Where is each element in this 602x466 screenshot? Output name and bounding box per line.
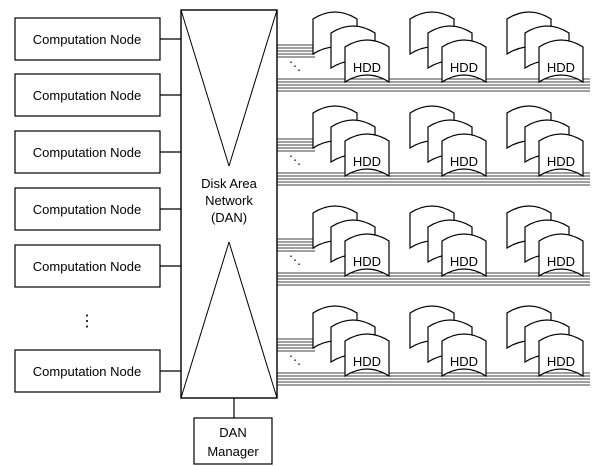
dan-disk-link-bundle: ⋱ bbox=[277, 238, 590, 286]
hdd-stack: ⋮HDD bbox=[312, 205, 390, 278]
computation-node-4: Computation Node bbox=[14, 187, 161, 231]
link-ellipsis: ⋱ bbox=[289, 153, 301, 167]
hdd-stack: ⋮HDD bbox=[409, 105, 487, 178]
computation-node-5: Computation Node bbox=[14, 244, 161, 288]
link-ellipsis: ⋱ bbox=[289, 353, 301, 367]
computation-node-label: Computation Node bbox=[33, 202, 141, 217]
computation-node-label: Computation Node bbox=[33, 364, 141, 379]
dan-disk-link-bundle: ⋱ bbox=[277, 138, 590, 186]
computation-node-label: Computation Node bbox=[33, 145, 141, 160]
computation-node-label: Computation Node bbox=[33, 259, 141, 274]
computation-node-2: Computation Node bbox=[14, 73, 161, 117]
dan-disk-link-bundle: ⋱ bbox=[277, 338, 590, 386]
computation-node-ellipsis: ⋮ bbox=[79, 313, 95, 330]
hdd-label: HDD bbox=[547, 254, 575, 269]
hdd-label: HDD bbox=[353, 354, 381, 369]
dan-manager: DAN Manager bbox=[193, 398, 273, 465]
computation-node-1: Computation Node bbox=[14, 17, 161, 61]
dan-label-line2: Network bbox=[205, 193, 253, 208]
hdd-label: HDD bbox=[353, 254, 381, 269]
hdd-label: HDD bbox=[547, 154, 575, 169]
hdd-stack: ⋮HDD bbox=[312, 305, 390, 378]
hdd-label: HDD bbox=[547, 354, 575, 369]
hdd-label: HDD bbox=[450, 254, 478, 269]
dan-manager-label-line1: DAN bbox=[219, 425, 246, 440]
hdd-stack: ⋮HDD bbox=[506, 105, 584, 178]
hdd-stack: ⋮HDD bbox=[506, 305, 584, 378]
hdd-stack: ⋮HDD bbox=[409, 305, 487, 378]
hdd-label: HDD bbox=[353, 154, 381, 169]
dan-label-line3: (DAN) bbox=[211, 210, 247, 225]
computation-node-label: Computation Node bbox=[33, 88, 141, 103]
link-ellipsis: ⋱ bbox=[289, 253, 301, 267]
hdd-stack: ⋮HDD bbox=[409, 205, 487, 278]
hdd-stack: ⋮HDD bbox=[506, 205, 584, 278]
hdd-label: HDD bbox=[547, 60, 575, 75]
hdd-label: HDD bbox=[450, 354, 478, 369]
hdd-label: HDD bbox=[353, 60, 381, 75]
hdd-stack: ⋮HDD bbox=[312, 11, 390, 84]
hdd-label: HDD bbox=[450, 154, 478, 169]
hdd-label: HDD bbox=[450, 60, 478, 75]
disk-array: ⋱ ⋮HDD ⋮HDD ⋮HDD ⋱ ⋮HDD ⋮HDD ⋮HDD ⋱ ⋮HDD ⋮HDD ⋮HDD ⋱… bbox=[277, 11, 590, 386]
dan-disk-link-bundle: ⋱ bbox=[277, 44, 590, 92]
computation-node-label: Computation Node bbox=[33, 32, 141, 47]
hdd-stack: ⋮HDD bbox=[312, 105, 390, 178]
hdd-stack: ⋮HDD bbox=[409, 11, 487, 84]
dan-manager-label-line2: Manager bbox=[207, 444, 259, 459]
computation-node-list: Computation Node Computation Node Comput… bbox=[14, 17, 161, 393]
node-connectors bbox=[160, 38, 181, 372]
link-ellipsis: ⋱ bbox=[289, 59, 301, 73]
hdd-stack: ⋮HDD bbox=[506, 11, 584, 84]
computation-node-last: Computation Node bbox=[14, 349, 161, 393]
computation-node-3: Computation Node bbox=[14, 130, 161, 174]
dan-switch: Disk Area Network (DAN) bbox=[180, 9, 278, 399]
dan-label-line1: Disk Area bbox=[201, 176, 257, 191]
